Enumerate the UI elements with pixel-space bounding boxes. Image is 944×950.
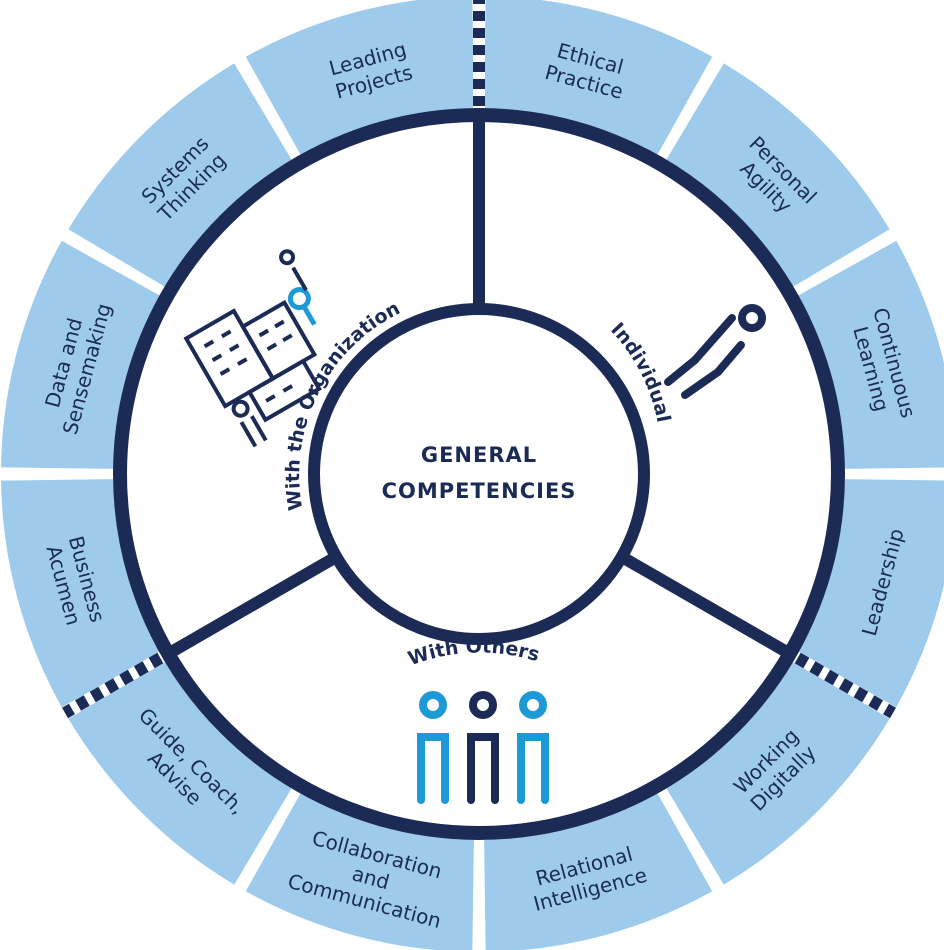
person-right-icon [517,691,549,804]
center-title-line2: COMPETENCIES [382,479,577,503]
person-left-icon [417,691,449,804]
competency-segment [788,478,944,708]
center-circle [308,303,650,645]
boundary-marker [62,644,179,719]
inner-wheel: GENERAL COMPETENCIES [113,108,845,840]
competency-segment [68,655,298,885]
person-icon [664,304,766,399]
outer-ring [113,108,845,840]
boundary-markers [62,0,896,719]
competency-segment [68,63,298,293]
center-title-line1: GENERAL [421,443,537,467]
spoke-right [619,551,788,657]
competency-segment [660,655,890,885]
boundary-marker [779,644,896,719]
people-group-icon [417,691,549,804]
competency-segment [788,240,944,470]
spoke-left [170,551,339,657]
competency-segment [660,63,890,293]
person-middle-icon [467,691,499,804]
buildings-icon [183,249,322,448]
